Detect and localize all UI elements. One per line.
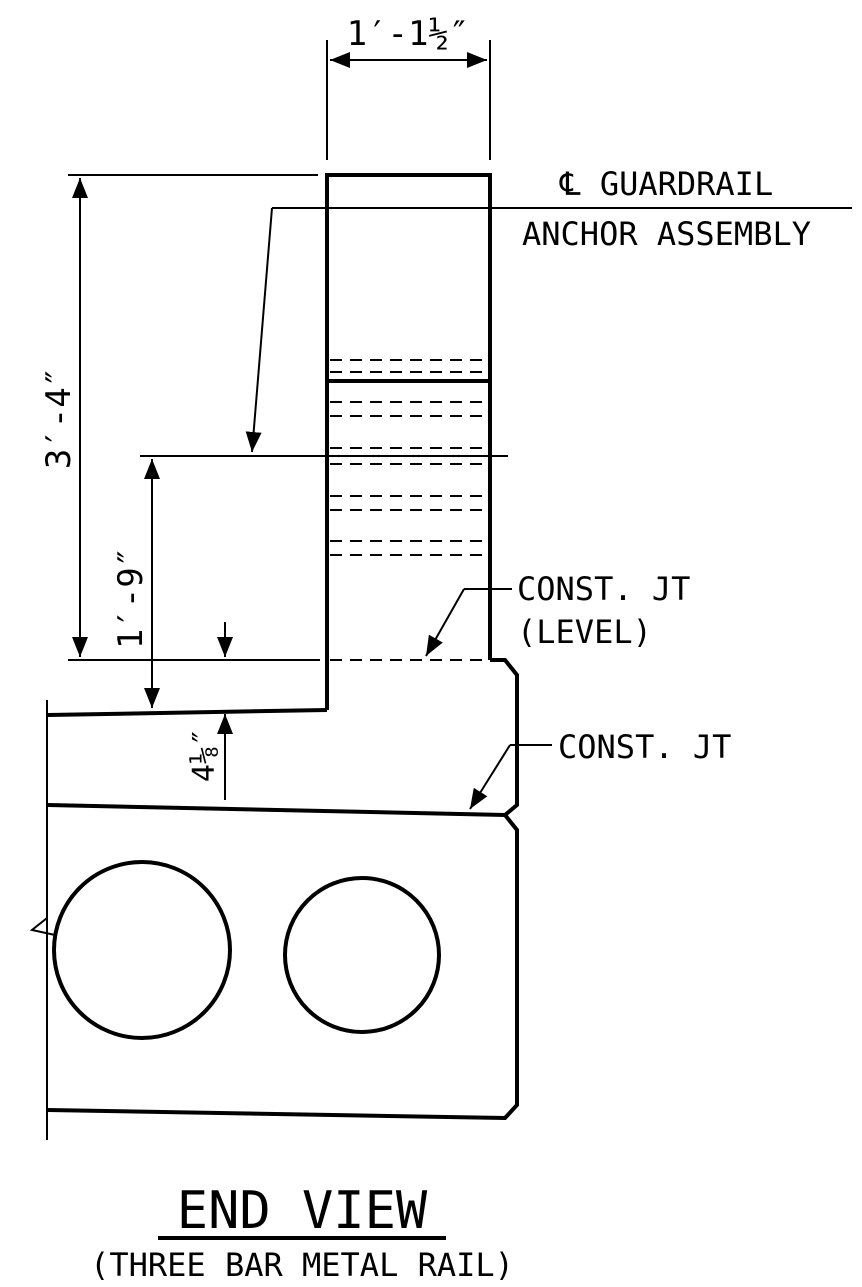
const-jt-level-label-line2: (LEVEL) bbox=[517, 613, 652, 651]
drawing-title: END VIEW (THREE BAR METAL RAIL) bbox=[90, 1181, 514, 1284]
slab-section bbox=[29, 658, 519, 1140]
guardrail-leader: ℄ GUARDRAIL ANCHOR ASSEMBLY bbox=[245, 165, 852, 453]
total-height-label: 3′-4″ bbox=[39, 367, 79, 469]
subtitle-text: (THREE BAR METAL RAIL) bbox=[90, 1246, 514, 1284]
void-circle-right bbox=[283, 876, 441, 1034]
void-circle-left bbox=[52, 860, 232, 1040]
slab-dimension: 4⅛″ bbox=[187, 622, 233, 800]
guardrail-label-line2: ANCHOR ASSEMBLY bbox=[522, 215, 811, 253]
guardrail-label-line1: ℄ GUARDRAIL bbox=[559, 165, 773, 203]
width-dimension-label: 1′-1½″ bbox=[347, 14, 470, 54]
anchor-height-label: 1′-9″ bbox=[111, 547, 151, 649]
const-jt-leader: CONST. JT bbox=[469, 728, 731, 810]
rail-bar-lines bbox=[330, 359, 488, 556]
title-text: END VIEW bbox=[177, 1181, 428, 1241]
const-jt-label: CONST. JT bbox=[558, 728, 731, 766]
rail-post bbox=[325, 173, 492, 710]
slab-dimension-label: 4⅛″ bbox=[187, 728, 222, 782]
const-jt-level-leader: CONST. JT (LEVEL) bbox=[425, 570, 690, 657]
deck-section bbox=[47, 813, 519, 1121]
total-height-dimension: 3′-4″ bbox=[39, 174, 320, 661]
const-jt-level-label-line1: CONST. JT bbox=[517, 570, 690, 608]
width-dimension: 1′-1½″ bbox=[326, 14, 491, 160]
anchor-height-dimension: 1′-9″ bbox=[111, 455, 508, 708]
